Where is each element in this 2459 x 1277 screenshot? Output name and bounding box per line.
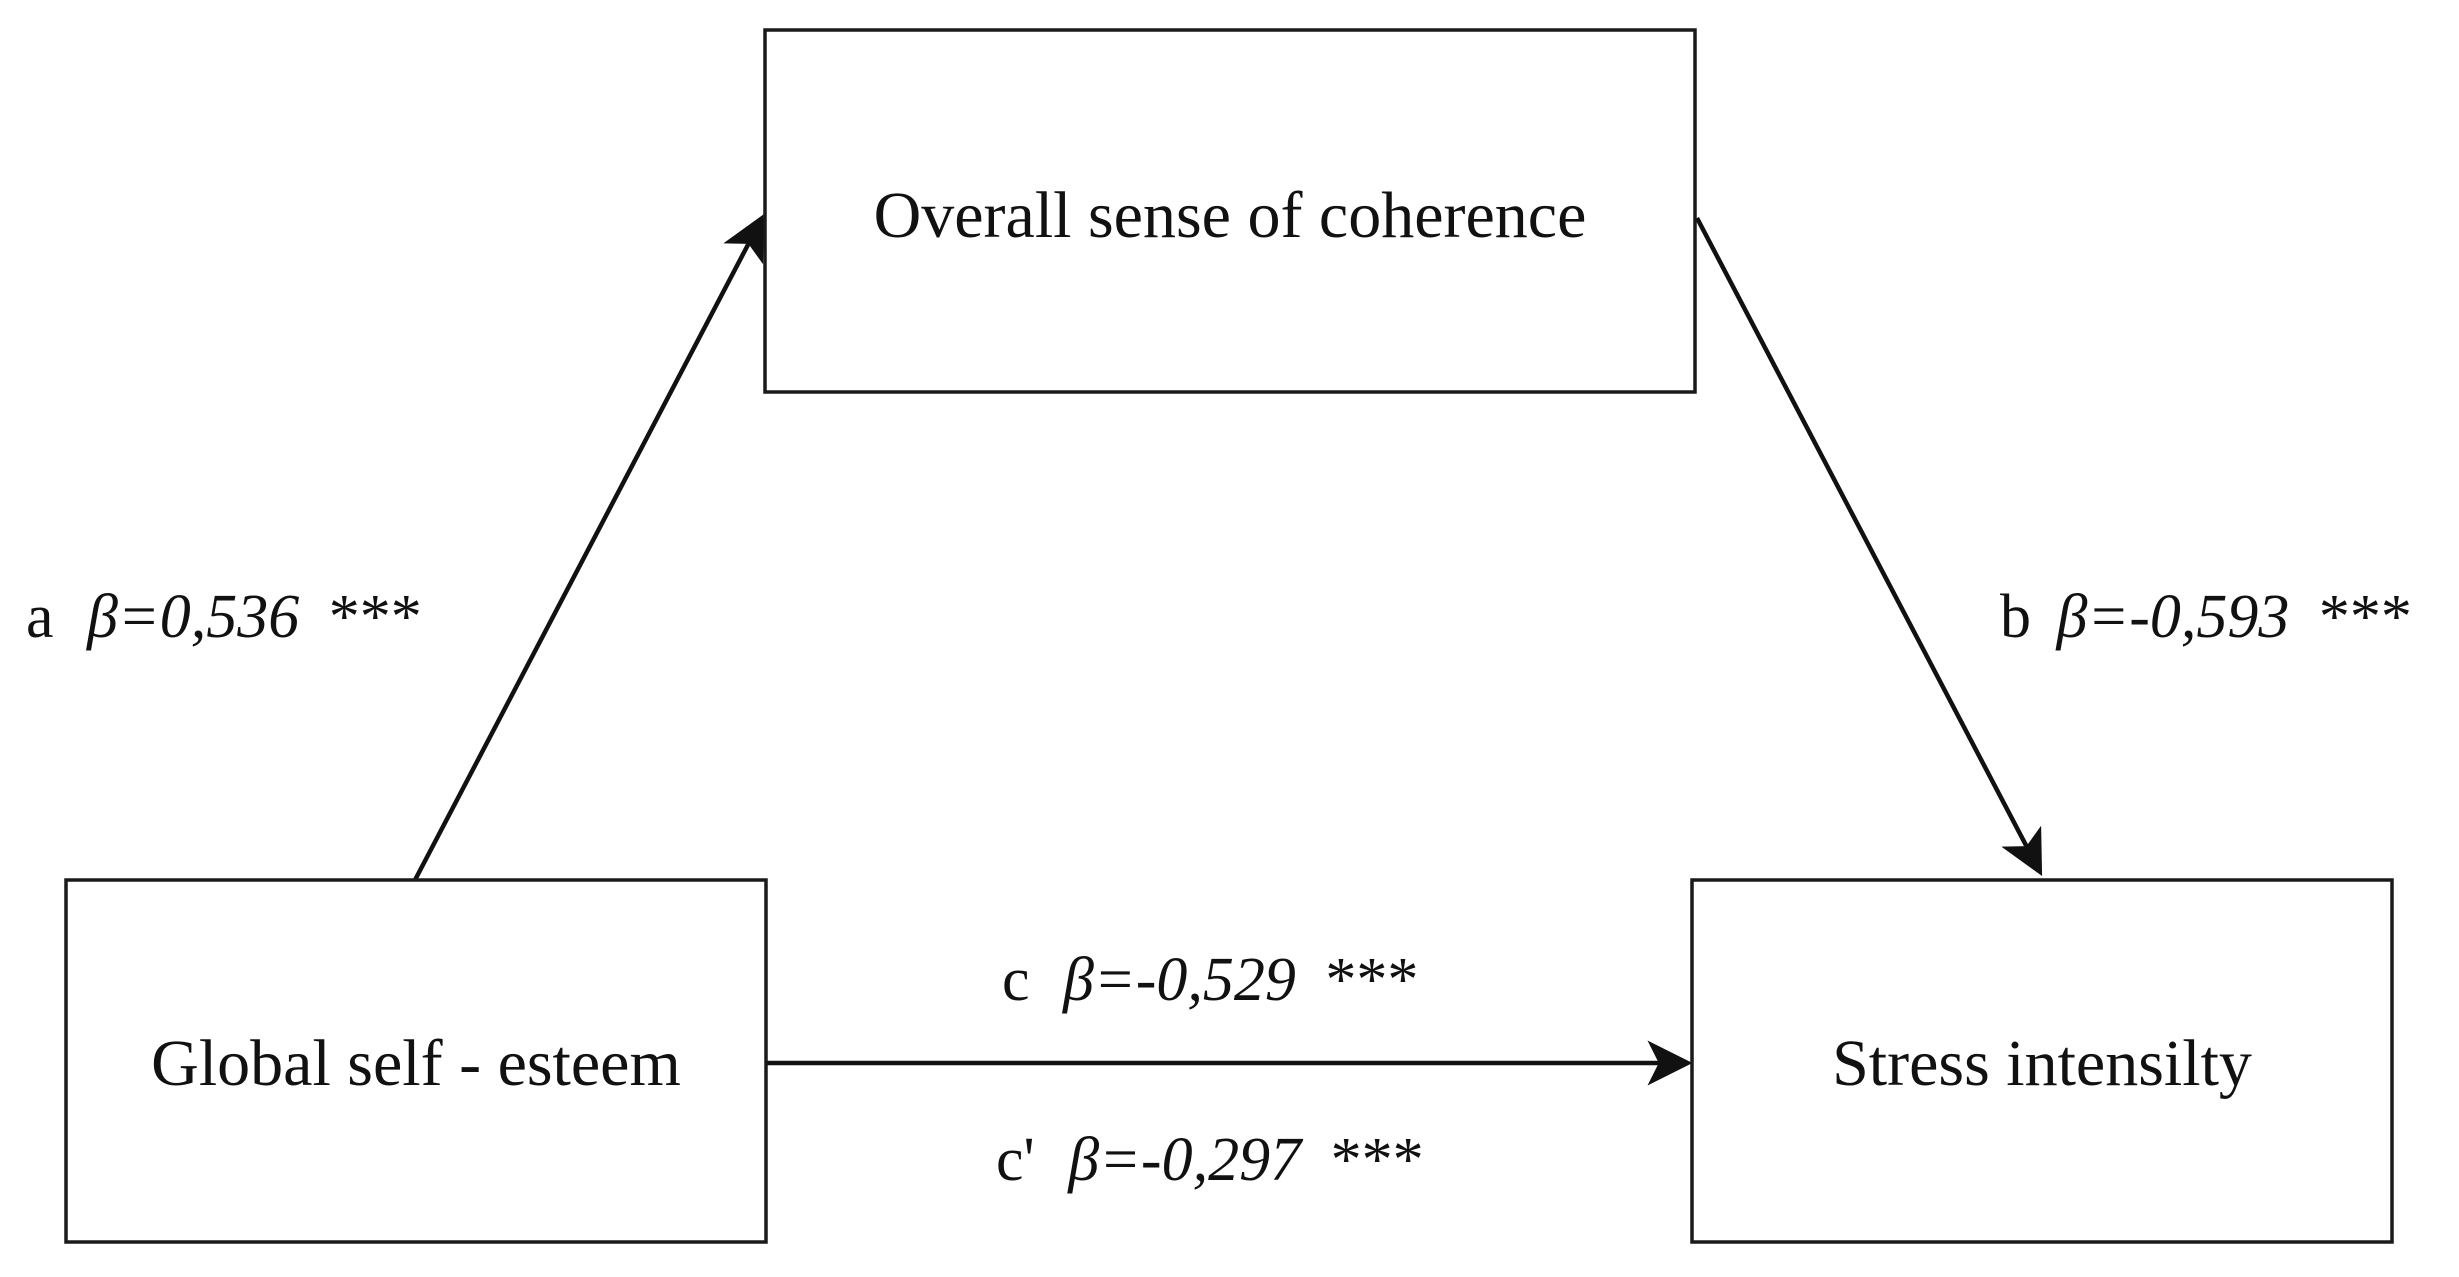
node-predictor-label: Global self - esteem (151, 1027, 681, 1100)
path-a-coefficient: β=0,536 (86, 583, 299, 651)
node-outcome: Stress intensilty (1690, 878, 2394, 1244)
path-b-label: b β=-0,593 *** (2000, 583, 2412, 651)
path-c-significance: *** (1325, 946, 1418, 1014)
path-b-letter: b (2000, 583, 2031, 651)
node-predictor: Global self - esteem (64, 878, 768, 1244)
path-b-significance: *** (2319, 583, 2412, 651)
path-c-coefficient: β=-0,529 (1062, 946, 1296, 1014)
path-c-prime-significance: *** (1331, 1126, 1424, 1194)
arrow-path-b (1695, 216, 2043, 876)
path-a-label: a β=0,536 *** (26, 583, 422, 651)
path-c-label: c β=-0,529 *** (1002, 946, 1418, 1014)
node-mediator: Overall sense of coherence (763, 28, 1697, 394)
path-b-coefficient: β=-0,593 (2056, 583, 2290, 651)
path-c-prime-letter: c' (996, 1126, 1035, 1194)
arrow-path-a (413, 214, 765, 882)
path-a-letter: a (26, 583, 54, 651)
path-c-prime-coefficient: β=-0,297 (1067, 1126, 1304, 1194)
node-mediator-label: Overall sense of coherence (874, 179, 1587, 252)
node-outcome-label: Stress intensilty (1832, 1027, 2252, 1100)
path-c-letter: c (1002, 946, 1030, 1014)
path-a-significance: *** (329, 583, 422, 651)
path-c-prime-label: c' β=-0,297 *** (996, 1126, 1424, 1194)
